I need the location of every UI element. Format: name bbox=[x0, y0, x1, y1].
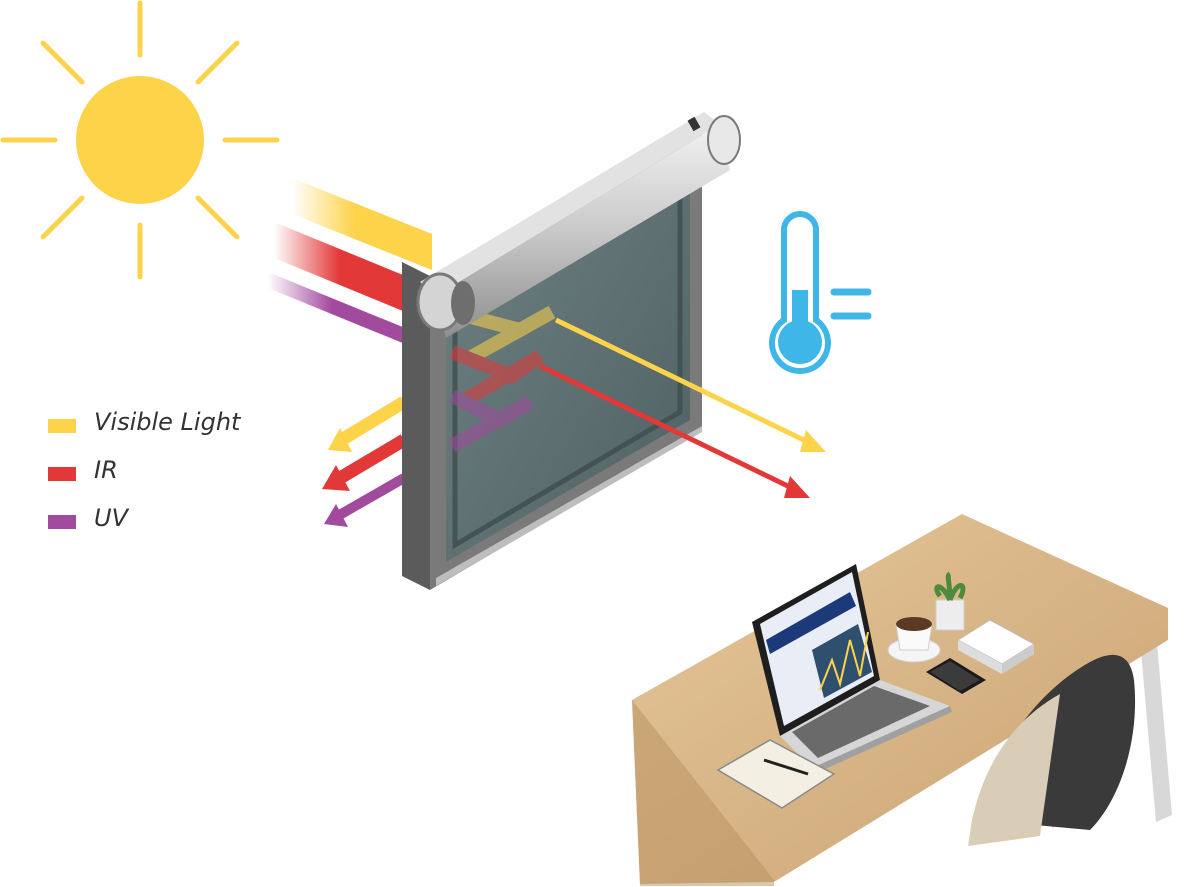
transmitted-ir-arrow bbox=[538, 363, 798, 493]
laptop bbox=[752, 564, 952, 774]
reflected-ir-arrowhead bbox=[322, 465, 350, 491]
sun-icon bbox=[0, 0, 280, 280]
paper-stack bbox=[957, 619, 1035, 674]
absorbed-beams bbox=[448, 305, 556, 453]
notebook bbox=[716, 739, 836, 809]
reflected-visible-arrowhead bbox=[328, 428, 352, 452]
transmitted-ir-arrowhead bbox=[784, 476, 810, 498]
legend-label-ir: IR bbox=[94, 456, 118, 484]
legend-swatch-uv bbox=[48, 515, 76, 529]
window-glass bbox=[446, 150, 690, 562]
potted-plant bbox=[934, 571, 966, 631]
incoming-beams bbox=[268, 178, 432, 346]
thermometer-icon bbox=[769, 211, 872, 374]
transmitted-arrows bbox=[538, 317, 826, 498]
legend-item-uv: UV bbox=[48, 501, 288, 549]
desk-scene bbox=[632, 514, 1172, 886]
legend-label-uv: UV bbox=[94, 504, 128, 532]
window-shade-assembly bbox=[402, 116, 702, 590]
legend-label-visible-light: Visible Light bbox=[94, 408, 241, 436]
transmitted-visible-arrowhead bbox=[800, 430, 826, 452]
legend: Visible Light IR UV bbox=[48, 405, 288, 549]
legend-swatch-ir bbox=[48, 467, 76, 481]
transmitted-visible-arrow bbox=[554, 317, 814, 447]
reflected-uv-arrow bbox=[333, 473, 407, 522]
legend-item-visible-light: Visible Light bbox=[48, 405, 288, 453]
reflected-visible-arrow bbox=[334, 396, 408, 448]
incoming-ir-beam bbox=[274, 222, 420, 318]
office-chair bbox=[968, 654, 1136, 846]
roller-cassette bbox=[416, 112, 741, 338]
legend-item-ir: IR bbox=[48, 453, 288, 501]
phone bbox=[926, 658, 986, 694]
legend-swatch-visible-light bbox=[48, 419, 76, 433]
incoming-uv-beam bbox=[268, 272, 410, 346]
incoming-visible-beam bbox=[292, 178, 432, 270]
reflected-uv-arrowhead bbox=[324, 504, 348, 527]
reflected-arrows bbox=[322, 396, 408, 527]
coffee-cup bbox=[887, 617, 941, 663]
reflected-ir-arrow bbox=[331, 434, 408, 487]
